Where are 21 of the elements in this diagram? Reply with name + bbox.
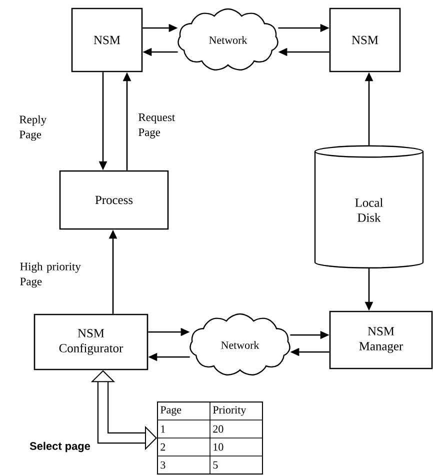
table-cell: 1 xyxy=(161,425,165,433)
edge-label: Reply Page xyxy=(20,115,47,141)
edge-label: Select page xyxy=(30,442,90,452)
table-cell: 3 xyxy=(160,461,166,469)
edge-label: Request Page xyxy=(138,114,176,138)
table-cell: 10 xyxy=(214,443,224,451)
table-cell: Page xyxy=(160,406,182,416)
process-box: NSM xyxy=(329,8,401,72)
priority-table xyxy=(157,402,263,474)
network-cloud: Network xyxy=(178,8,278,70)
table-cell: 2 xyxy=(160,443,166,451)
table-cell: 20 xyxy=(213,425,224,433)
network-cloud: Network xyxy=(190,313,290,376)
process-box: NSM Manager xyxy=(329,310,433,370)
process-box: NSM xyxy=(71,8,143,72)
edge-label: High priority Page xyxy=(20,262,81,288)
disk-cylinder: Local Disk xyxy=(314,145,424,268)
process-box: NSM Configurator xyxy=(34,314,148,370)
table-cell: Priority xyxy=(213,406,246,416)
table-cell: 5 xyxy=(213,461,218,469)
process-box: Process xyxy=(59,170,169,230)
